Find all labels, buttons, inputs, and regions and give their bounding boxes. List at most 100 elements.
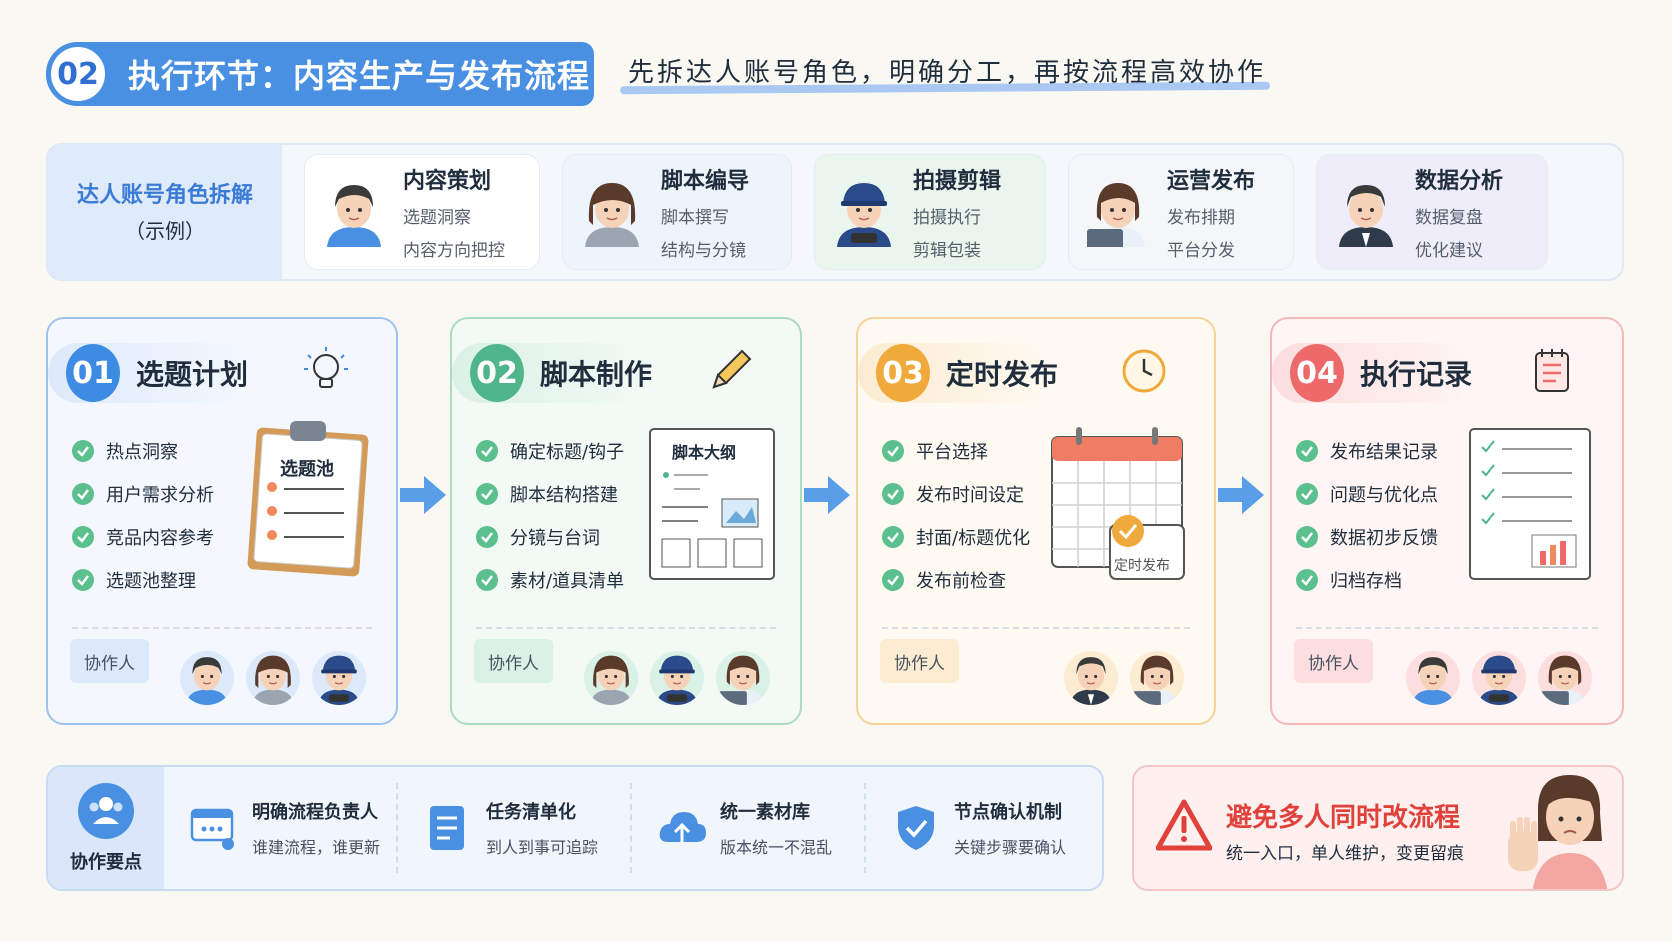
keypoint-title: 任务清单化 xyxy=(486,802,576,823)
keypoint-desc: 关键步骤要确认 xyxy=(954,838,1067,857)
collaborator-avatar xyxy=(180,651,234,705)
collaborator-avatar xyxy=(1406,651,1460,705)
shield-check-icon xyxy=(898,806,934,850)
warning-icon xyxy=(1156,799,1212,851)
team-icon xyxy=(78,783,134,839)
role-avatar xyxy=(829,177,899,247)
warning-title: 避免多人同时改流程 xyxy=(1226,803,1461,833)
step-task-item: 竞品内容参考 xyxy=(72,515,214,558)
role-duty: 发布排期 xyxy=(1167,208,1235,228)
divider xyxy=(1296,627,1598,629)
role-duty: 平台分发 xyxy=(1167,241,1235,261)
illus-title: 脚本大纲 xyxy=(672,443,737,462)
role-duty: 剪辑包装 xyxy=(913,241,981,261)
step-task-item: 数据初步反馈 xyxy=(1296,515,1438,558)
collaborator-avatar xyxy=(1064,651,1118,705)
role-card: 运营发布 发布排期 平台分发 xyxy=(1068,154,1294,270)
role-title: 数据分析 xyxy=(1415,169,1504,194)
step-task-label: 问题与优化点 xyxy=(1330,484,1438,506)
check-icon xyxy=(476,525,498,548)
collaborator-avatar xyxy=(1130,651,1184,705)
step-task-item: 确定标题/钩子 xyxy=(476,429,624,472)
check-icon xyxy=(1296,525,1318,548)
step-task-item: 分镜与台词 xyxy=(476,515,624,558)
check-icon xyxy=(72,439,94,462)
keypoint-item: 统一素材库 版本统一不混乱 xyxy=(632,783,866,873)
warning-desc: 统一入口，单人维护，变更留痕 xyxy=(1226,844,1464,864)
collaborators-avatars xyxy=(1406,651,1592,705)
step-task-label: 封面/标题优化 xyxy=(916,527,1031,549)
step-card-02: 02 脚本制作 确定标题/钩子 脚本结构搭建 分镜与台词 素材/道具清单 xyxy=(450,317,802,725)
check-icon xyxy=(882,482,904,505)
keypoint-item: 明确流程负责人 谁建流程，谁更新 xyxy=(164,783,398,873)
roles-label-note: （示例） xyxy=(125,218,205,243)
collaborators-avatars xyxy=(1064,651,1184,705)
section-number: 02 xyxy=(46,42,110,106)
step-task-item: 用户需求分析 xyxy=(72,472,214,515)
role-avatar xyxy=(1331,177,1401,247)
divider xyxy=(882,627,1190,629)
step-title: 执行记录 xyxy=(1359,358,1472,391)
step-task-list: 发布结果记录 问题与优化点 数据初步反馈 归档存档 xyxy=(1296,429,1438,601)
step-task-item: 素材/道具清单 xyxy=(476,558,624,601)
step-task-label: 发布结果记录 xyxy=(1330,441,1438,463)
divider xyxy=(476,627,776,629)
step-task-label: 用户需求分析 xyxy=(106,484,214,506)
step-header: 04 执行记录 xyxy=(1272,343,1472,403)
check-icon xyxy=(882,525,904,548)
step-task-item: 归档存档 xyxy=(1296,558,1438,601)
step-card-01: 01 选题计划 热点洞察 用户需求分析 竞品内容参考 选题池整理 xyxy=(46,317,398,725)
clock-icon xyxy=(1122,349,1166,393)
collaborators-label: 协作人 xyxy=(474,639,553,683)
step-task-item: 选题池整理 xyxy=(72,558,214,601)
check-icon xyxy=(476,568,498,591)
step-task-list: 热点洞察 用户需求分析 竞品内容参考 选题池整理 xyxy=(72,429,214,601)
collaborator-avatar xyxy=(1538,651,1592,705)
collaborators-label: 协作人 xyxy=(880,639,959,683)
step-task-label: 数据初步反馈 xyxy=(1330,527,1438,549)
step-title: 定时发布 xyxy=(945,358,1058,391)
role-duty: 优化建议 xyxy=(1415,241,1483,261)
step-header: 01 选题计划 xyxy=(48,343,248,403)
flow-arrow-icon xyxy=(1218,476,1264,514)
step-task-list: 确定标题/钩子 脚本结构搭建 分镜与台词 素材/道具清单 xyxy=(476,429,624,601)
flow-arrow-icon xyxy=(400,476,446,514)
keypoint-desc: 到人到事可追踪 xyxy=(486,838,599,857)
illus-title: 定时发布 xyxy=(1114,558,1170,574)
role-avatar xyxy=(577,177,647,247)
check-icon xyxy=(1296,482,1318,505)
keypoints-label: 协作要点 xyxy=(48,767,164,889)
keypoint-title: 节点确认机制 xyxy=(954,802,1062,823)
section-subtitle: 先拆达人账号角色，明确分工，再按流程高效协作 xyxy=(628,58,1267,88)
notepad-icon xyxy=(1535,349,1569,392)
keypoint-item: 节点确认机制 关键步骤要确认 xyxy=(866,783,1100,873)
cloud-upload-icon xyxy=(659,812,706,842)
role-card: 脚本编导 脚本撰写 结构与分镜 xyxy=(562,154,792,270)
keypoint-item: 任务清单化 到人到事可追踪 xyxy=(398,783,632,873)
keypoint-desc: 版本统一不混乱 xyxy=(720,838,833,857)
step-task-item: 封面/标题优化 xyxy=(882,515,1030,558)
step-title: 选题计划 xyxy=(135,358,248,391)
role-title: 运营发布 xyxy=(1167,169,1256,194)
step-task-label: 热点洞察 xyxy=(106,441,178,463)
flow-arrow-icon xyxy=(804,476,850,514)
step-task-item: 热点洞察 xyxy=(72,429,214,472)
role-duty: 拍摄执行 xyxy=(913,208,981,228)
step-task-label: 分镜与台词 xyxy=(510,527,600,549)
collaborator-avatar xyxy=(1472,651,1526,705)
step-task-item: 问题与优化点 xyxy=(1296,472,1438,515)
step-task-label: 选题池整理 xyxy=(106,570,196,592)
collaborators-label: 协作人 xyxy=(70,639,149,683)
step-task-label: 竞品内容参考 xyxy=(106,527,214,549)
step-task-item: 发布时间设定 xyxy=(882,472,1030,515)
step-number: 04 xyxy=(1290,344,1344,402)
check-icon xyxy=(72,482,94,505)
collaborators-avatars xyxy=(584,651,770,705)
scheduled-calendar-illustration: 定时发布 xyxy=(1048,423,1188,587)
step-task-label: 平台选择 xyxy=(916,441,988,463)
role-avatar xyxy=(319,177,389,247)
step-header: 03 定时发布 xyxy=(858,343,1058,403)
role-card: 内容策划 选题洞察 内容方向把控 xyxy=(304,154,540,270)
step-card-03: 03 定时发布 平台选择 发布时间设定 封面/标题优化 发布前检查 xyxy=(856,317,1216,725)
role-duty: 结构与分镜 xyxy=(661,241,746,261)
